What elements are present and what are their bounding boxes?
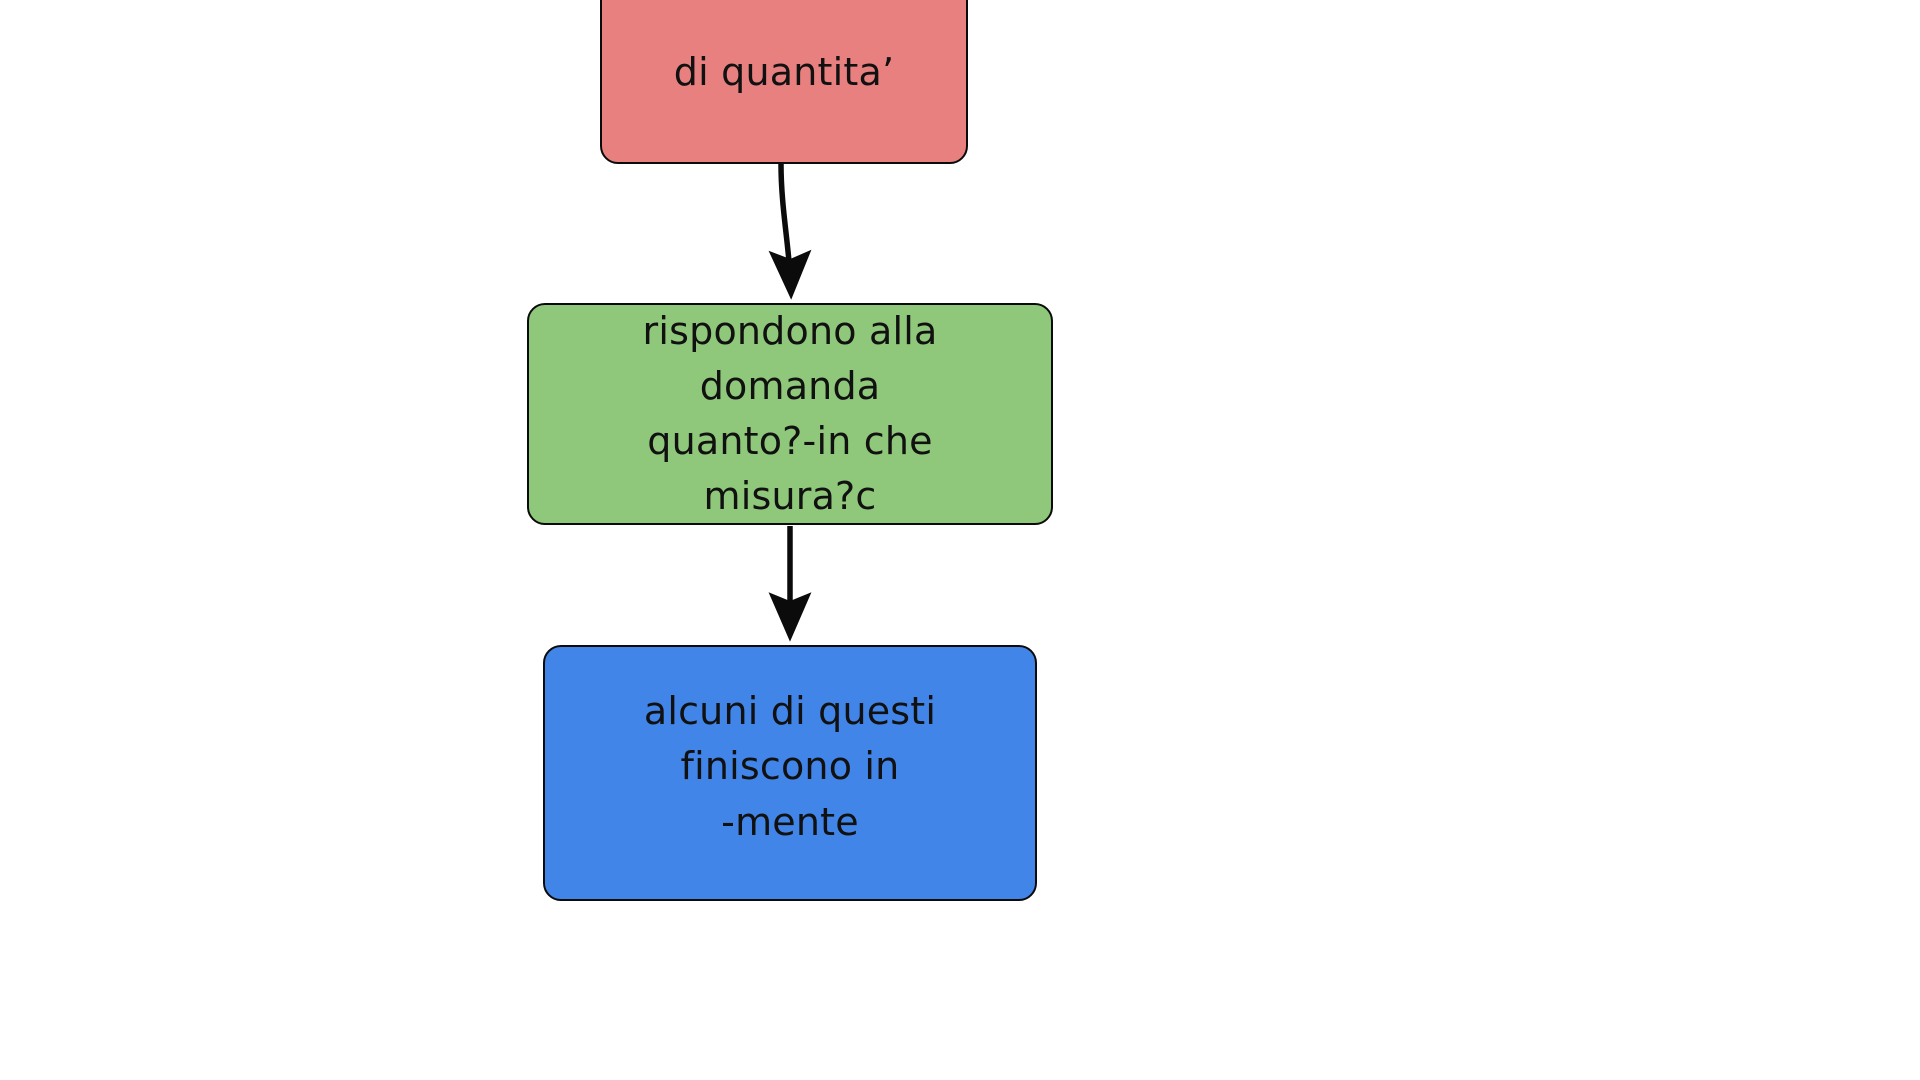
flowchart-node-label: rispondono alla domanda quanto?-in che m…: [642, 308, 938, 519]
flowchart-node-di-quantita[interactable]: di quantita’: [600, 0, 968, 164]
flowchart-node-rispondono-alla-domanda[interactable]: rispondono alla domanda quanto?-in che m…: [527, 303, 1053, 525]
flowchart-node-label: di quantita’: [673, 50, 895, 95]
flowchart-node-label: alcuni di questi finiscono in -mente: [643, 689, 937, 844]
flowchart-node-alcuni-di-questi[interactable]: alcuni di questi finiscono in -mente: [543, 645, 1037, 901]
edge-a-to-b: [768, 163, 812, 300]
